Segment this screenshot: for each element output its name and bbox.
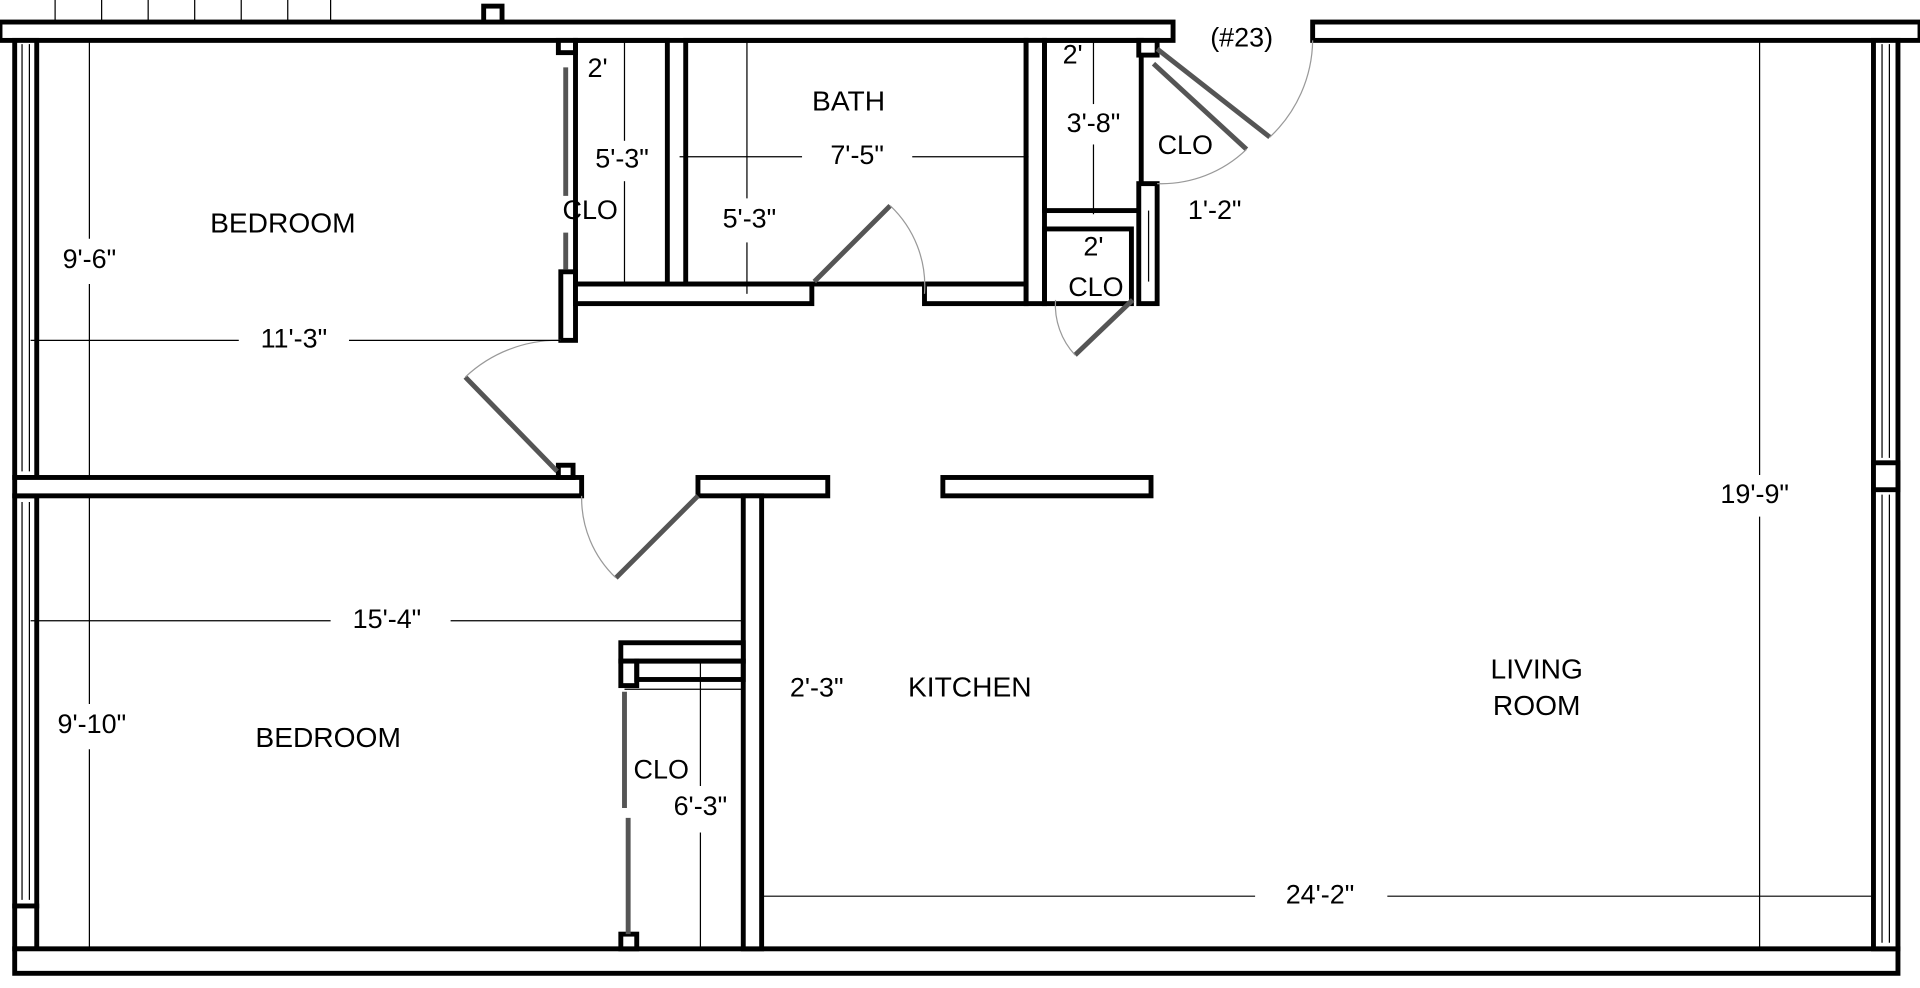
dimension-label: 1'-2" <box>1188 195 1242 225</box>
closet-label: CLO <box>1068 272 1123 302</box>
dimension-label: 2' <box>1063 39 1083 69</box>
dimension-label: 2' <box>587 53 607 83</box>
dimension-label: 2'-3" <box>790 672 844 702</box>
closet-label: CLO <box>563 195 618 225</box>
dimension-label: 9'-6" <box>63 244 117 274</box>
dimension-lines <box>30 40 1874 949</box>
dimension-label: 11'-3" <box>261 323 328 353</box>
dimension-label: 6'-3" <box>674 791 728 821</box>
dimension-label: 3'-8" <box>1067 108 1121 138</box>
dimension-label: 5'-3" <box>595 143 649 173</box>
unit-number: (#23) <box>1210 22 1273 52</box>
windows <box>21 44 1890 943</box>
dimension-label: 9'-10" <box>58 709 127 739</box>
room-label-bedroom-top: BEDROOM <box>210 208 355 239</box>
room-label-living: LIVING <box>1491 653 1583 684</box>
dimension-label: 15'-4" <box>353 604 422 634</box>
dimension-label: 7'-5" <box>830 140 884 170</box>
exterior-walls <box>0 3 1920 976</box>
dimension-label: 24'-2" <box>1286 879 1355 909</box>
room-label-bath: BATH <box>812 85 885 116</box>
dimension-label: 19'-9" <box>1720 479 1789 509</box>
stairs <box>54 0 332 23</box>
doors <box>463 40 1314 935</box>
room-label-room: ROOM <box>1493 690 1581 721</box>
room-label-bedroom-bottom: BEDROOM <box>255 722 400 753</box>
dimension-label: 5'-3" <box>723 203 777 233</box>
room-label-kitchen: KITCHEN <box>908 672 1032 703</box>
interior-walls <box>12 37 1160 952</box>
closet-label: CLO <box>634 754 689 784</box>
closet-label: CLO <box>1158 130 1213 160</box>
dimension-label: 2' <box>1083 232 1103 262</box>
